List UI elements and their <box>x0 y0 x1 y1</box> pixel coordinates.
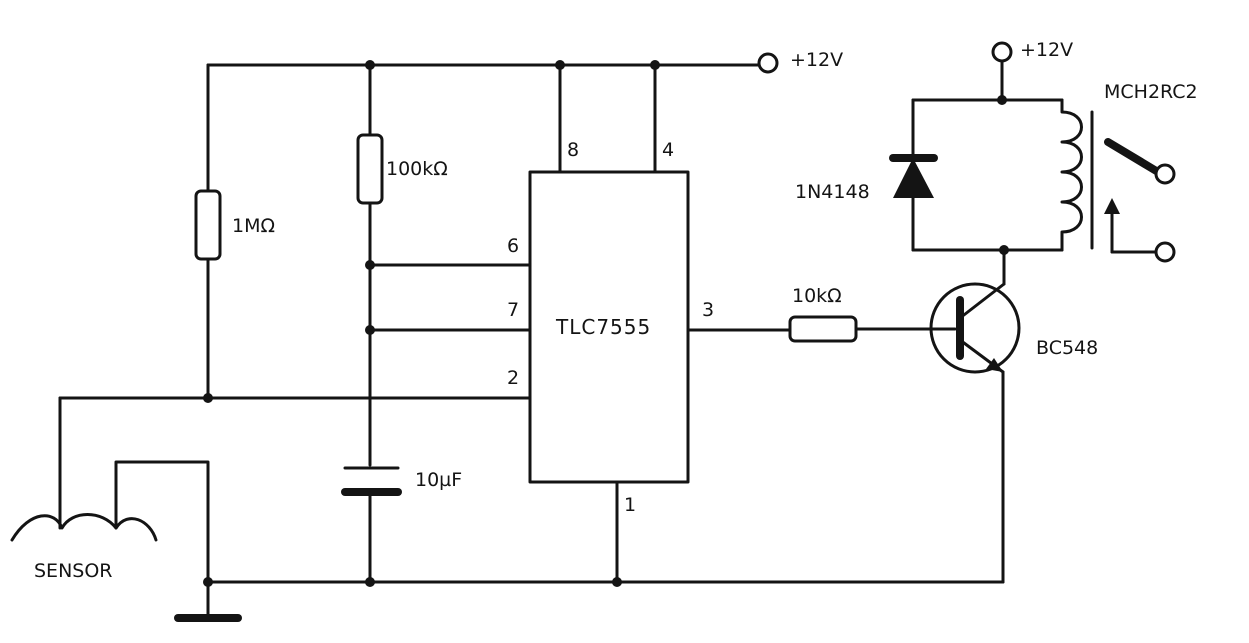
supply-label: +12V <box>790 49 843 71</box>
relay-contacts <box>1104 138 1176 263</box>
relay-supply-label: +12V <box>1020 39 1073 61</box>
ground-rail <box>174 577 1005 622</box>
diode-label: 1N4148 <box>795 181 870 203</box>
pin-1-label: 1 <box>624 494 636 516</box>
ic-tlc7555 <box>528 170 690 484</box>
top-supply-rail <box>206 52 779 74</box>
relay-coil <box>1060 98 1094 252</box>
relay-label: MCH2RC2 <box>1104 81 1198 103</box>
supply-terminal <box>757 52 779 74</box>
resistor-10k-label: 10kΩ <box>792 285 842 307</box>
pin-7-label: 7 <box>507 299 519 321</box>
sensor-label: SENSOR <box>34 560 113 582</box>
resistor-1m-label: 1MΩ <box>232 215 275 237</box>
pin-4-label: 4 <box>662 139 674 161</box>
transistor-label: BC548 <box>1036 337 1098 359</box>
transistor-bc548 <box>929 248 1021 584</box>
capacitor-label: 10µF <box>415 469 462 491</box>
relay-supply-terminal <box>991 41 1013 63</box>
sensor <box>10 396 210 584</box>
pin-3-label: 3 <box>702 299 714 321</box>
diode-1n4148 <box>889 98 938 252</box>
pin-2-label: 2 <box>507 367 519 389</box>
pin-8-label: 8 <box>567 139 579 161</box>
pin-6-label: 6 <box>507 235 519 257</box>
resistor-1m <box>194 63 222 400</box>
resistor-10k <box>788 315 957 343</box>
capacitor-10uf <box>341 466 402 584</box>
resistor-100k-label: 100kΩ <box>386 158 448 180</box>
ic-part-label: TLC7555 <box>555 315 651 339</box>
